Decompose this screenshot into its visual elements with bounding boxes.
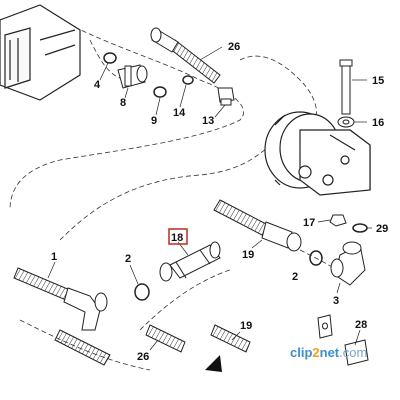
callout-14: 14 <box>173 107 186 119</box>
elbow-fitting-3 <box>330 241 366 286</box>
callout-28: 28 <box>355 319 367 331</box>
machine-block <box>0 4 81 101</box>
fitting-8 <box>117 64 148 89</box>
callout-19-bottom: 19 <box>240 320 252 332</box>
callout-13: 13 <box>202 115 214 127</box>
callout-2-left: 2 <box>125 253 131 265</box>
plate-28 <box>317 314 369 366</box>
hose-1 <box>13 267 108 331</box>
callout-26-bottom: 26 <box>137 351 149 363</box>
o-rings-top <box>103 52 194 98</box>
callout-18: 18 <box>171 232 183 244</box>
callout-26-top: 26 <box>228 41 240 53</box>
connector-18 <box>159 241 221 282</box>
bolt-15 <box>339 59 353 115</box>
plug-13 <box>217 87 235 106</box>
o-ring-29 <box>352 223 368 233</box>
callout-8: 8 <box>120 97 126 109</box>
callout-3: 3 <box>333 295 339 307</box>
callout-29: 29 <box>376 223 388 235</box>
o-ring-2 <box>134 283 150 301</box>
callout-16: 16 <box>372 117 384 129</box>
valve-block <box>264 111 371 196</box>
callout-9: 9 <box>151 115 157 127</box>
hose-19-middle <box>213 199 302 252</box>
callout-1: 1 <box>51 251 57 263</box>
hose-26-top <box>150 27 221 84</box>
leader-lines <box>47 46 372 351</box>
watermark-text: clip2net.com <box>290 345 367 360</box>
nut-17 <box>329 214 347 227</box>
watermark: clip2net.com <box>290 345 367 360</box>
callout-labels: 26 4 8 9 14 13 15 16 17 29 18 19 2 2 1 3… <box>51 41 388 363</box>
arrow-marker <box>205 355 222 372</box>
highlight-box-18 <box>168 228 188 245</box>
callout-15: 15 <box>372 75 384 87</box>
callout-4: 4 <box>94 79 101 91</box>
callout-2-right: 2 <box>292 271 298 283</box>
washer-16 <box>337 116 355 128</box>
o-ring-middle <box>309 250 323 266</box>
callout-17: 17 <box>303 217 315 229</box>
callout-19-middle: 19 <box>242 249 254 261</box>
hose-26-bottom <box>54 324 251 366</box>
